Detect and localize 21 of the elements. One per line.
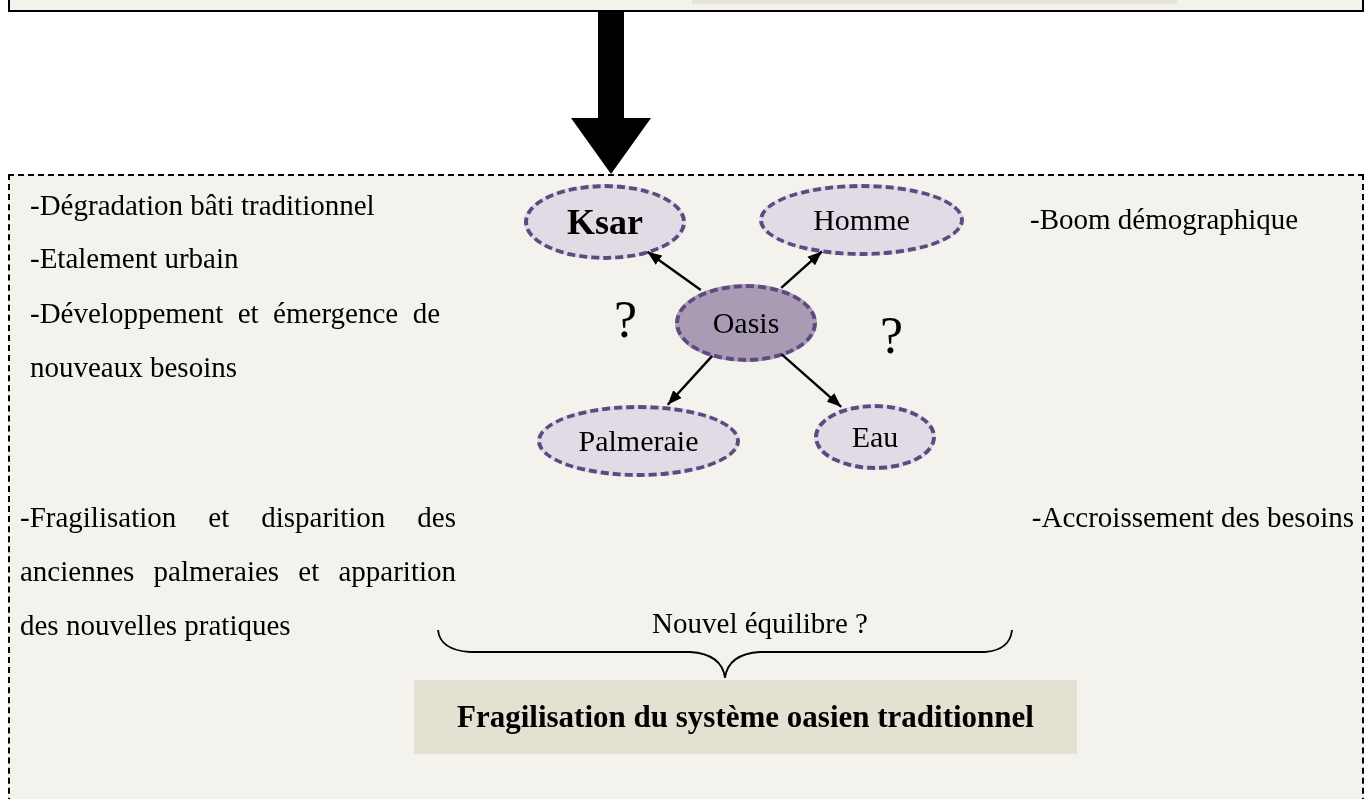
ellipse-node: Homme xyxy=(759,184,964,256)
ellipse-node: Ksar xyxy=(524,184,686,260)
arrow xyxy=(571,12,651,174)
annotation-text: ? xyxy=(614,290,639,350)
dashed-frame xyxy=(8,174,1364,799)
ellipse-node: Oasis xyxy=(675,284,817,362)
arrow xyxy=(666,355,714,406)
ellipse-node: Palmeraie xyxy=(537,405,740,477)
annotation-text: -Fragilisation et disparition des anciennes palmeraies et apparition des nouvelles pratiques xyxy=(20,500,456,643)
arrow xyxy=(646,250,702,292)
annotation-text: Nouvel équilibre ? xyxy=(651,606,869,641)
result-box: Fragilisation du système oasien traditionnel xyxy=(414,680,1077,754)
arrow xyxy=(780,250,823,289)
annotation-text: -Boom démographique xyxy=(1030,202,1300,237)
arrow xyxy=(780,353,842,408)
annotation-text: -Etalement urbain xyxy=(30,241,240,276)
ellipse-node: Eau xyxy=(814,404,936,470)
annotation-text: -Développement et émergence de nouveaux besoins xyxy=(30,296,440,385)
annotation-text: -Accroissement des besoins xyxy=(1030,500,1354,535)
annotation-text: ? xyxy=(880,306,905,366)
annotation-text: -Dégradation bâti traditionnel xyxy=(30,188,376,223)
